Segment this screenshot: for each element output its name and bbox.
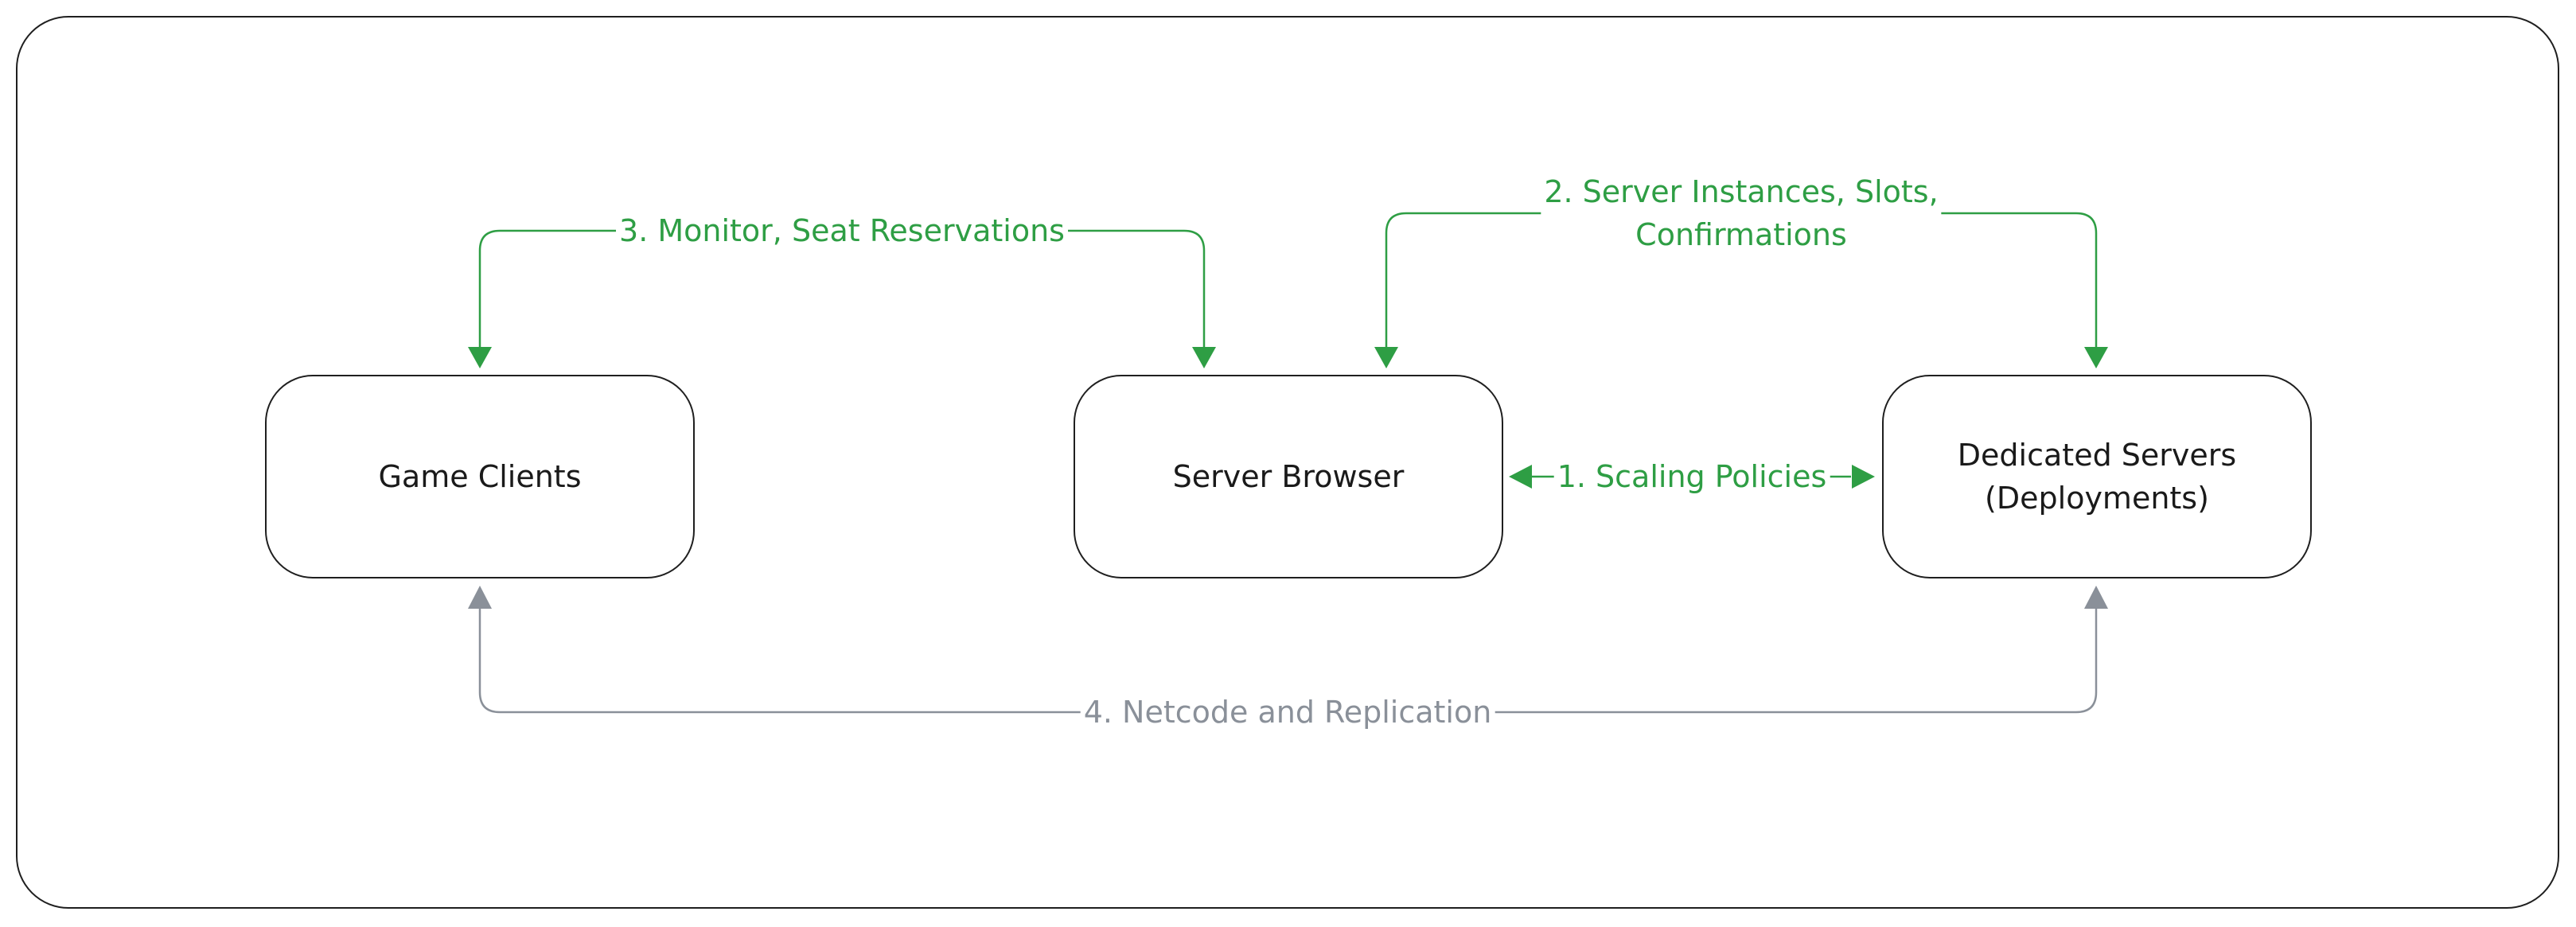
edge-netcode-arrowhead-right [2084,586,2108,609]
edge-monitor-arrowhead-left [468,347,492,368]
node-server-browser[interactable]: Server Browser [1074,375,1503,578]
edge-netcode-arrowhead-left [468,586,492,609]
node-dedicated-servers[interactable]: Dedicated Servers (Deployments) [1882,375,2312,578]
diagram-frame [16,16,2559,909]
edge-label-scaling: 1. Scaling Policies [1553,455,1830,498]
edge-label-instances: 2. Server Instances, Slots, Confirmation… [1541,170,1942,256]
node-game-clients[interactable]: Game Clients [265,375,695,578]
edge-monitor-arrowhead-right [1192,347,1216,368]
edge-scaling-arrowhead-left [1509,465,1532,489]
edge-instances-arrowhead-left [1374,347,1398,368]
edge-label-monitor: 3. Monitor, Seat Reservations [616,209,1068,252]
edge-scaling-arrowhead-right [1852,465,1875,489]
edge-label-netcode: 4. Netcode and Replication [1080,691,1495,734]
edge-instances-arrowhead-right [2084,347,2108,368]
